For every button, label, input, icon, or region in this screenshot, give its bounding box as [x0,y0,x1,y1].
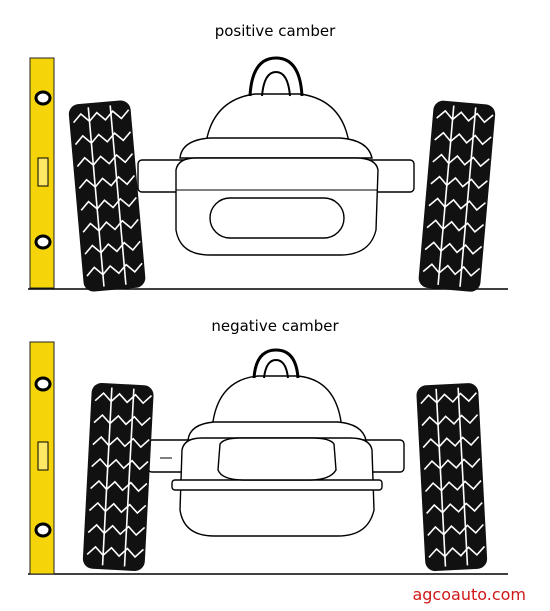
positive-camber-title: positive camber [214,22,336,40]
spirit-level-icon [29,57,55,289]
site-credit: agcoauto.com [412,585,526,604]
race-car-icon [147,348,405,537]
race-car-icon [137,56,415,256]
tire-icon [68,100,146,292]
tire-icon [82,382,154,571]
tire-icon [416,383,488,572]
tire-icon [418,100,496,292]
negative-camber-diagram [28,341,508,575]
positive-camber-diagram [28,56,508,292]
spirit-level-icon [29,341,55,575]
negative-camber-title: negative camber [211,317,339,335]
